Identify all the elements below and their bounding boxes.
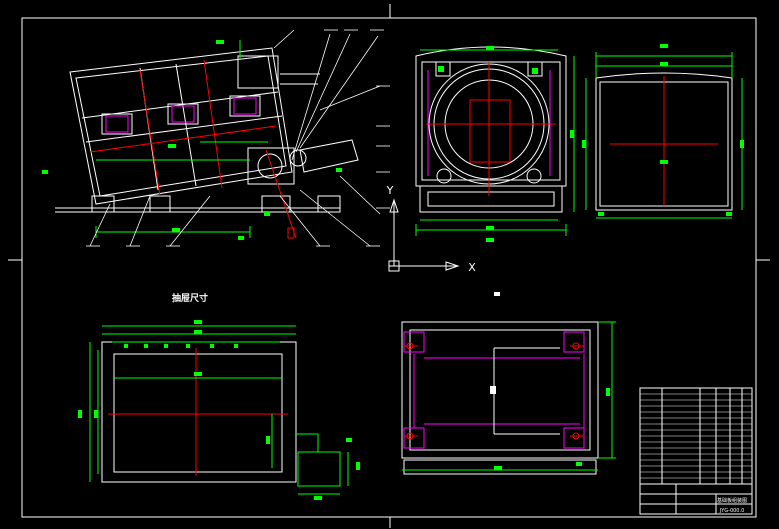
end-view <box>415 46 575 242</box>
side-elevation-view <box>42 29 390 247</box>
ucs-axis-icon <box>388 198 460 272</box>
drawer-plan-view <box>78 320 360 500</box>
title-block-name: 基础板组装图 <box>717 497 747 504</box>
drawing-frame <box>8 4 770 528</box>
axis-x-label: X <box>468 261 476 274</box>
plan-view <box>582 44 744 219</box>
view-marker <box>494 292 500 296</box>
base-plan-view <box>401 321 616 475</box>
title-block-code: JYG-000.0 <box>719 508 745 514</box>
title-block <box>639 387 753 515</box>
axis-y-label: Y <box>386 184 394 197</box>
section-label: 抽屉尺寸 <box>172 292 208 304</box>
